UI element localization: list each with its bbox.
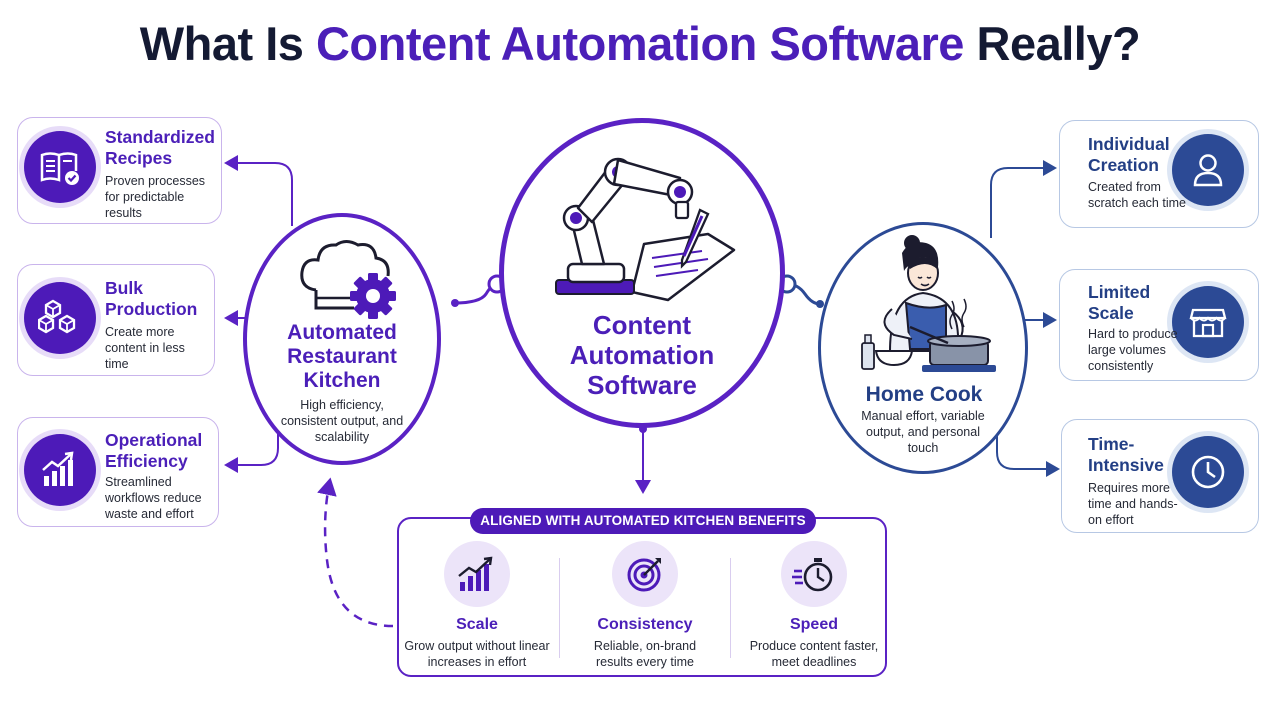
card-desc: Hard to produce large volumes consistent… — [1088, 327, 1178, 373]
card-operational-efficiency: Operational Efficiency Streamlined workf… — [17, 417, 219, 527]
target-icon — [612, 541, 678, 607]
card-title: Standardized Recipes — [105, 127, 215, 168]
page-title: What Is Content Automation Software Real… — [0, 16, 1280, 71]
benefit-scale: Scale Grow output without linear increas… — [397, 541, 557, 670]
benefit-desc: Grow output without linear increases in … — [404, 639, 550, 669]
kitchen-title: Automated Restaurant Kitchen — [287, 321, 397, 392]
home-cook-desc: Manual effort, variable output, and pers… — [861, 409, 985, 455]
home-cook-illustration — [861, 235, 996, 372]
card-title: Time-Intensive — [1088, 434, 1164, 475]
card-bulk-production: Bulk Production Create more content in l… — [17, 264, 215, 376]
recipe-book-icon — [24, 131, 96, 203]
benefit-consistency: Consistency Reliable, on-brand results e… — [565, 541, 725, 670]
center-title: Content Automation Software — [569, 310, 715, 400]
benefit-divider — [730, 558, 731, 658]
stopwatch-icon — [781, 541, 847, 607]
boxes-icon — [24, 282, 96, 354]
card-title: Operational Efficiency — [105, 430, 203, 471]
growth-chart-icon — [24, 434, 96, 506]
bar-growth-icon — [444, 541, 510, 607]
card-title: Bulk Production — [105, 278, 198, 319]
benefit-title: Speed — [789, 616, 838, 633]
card-desc: Streamlined workflows reduce waste and e… — [105, 475, 202, 521]
card-time-intensive: Time-Intensive Requires more time and ha… — [1061, 419, 1259, 533]
title-accent: Content Automation Software — [315, 17, 964, 70]
card-desc: Create more content in less time — [105, 325, 185, 371]
card-title: Individual Creation — [1088, 134, 1170, 175]
card-individual-creation: Individual Creation Created from scratch… — [1059, 120, 1259, 228]
benefit-speed: Speed Produce content faster, meet deadl… — [734, 541, 894, 670]
arrow-to-recipes — [224, 155, 293, 226]
kitchen-desc: High efficiency, consistent output, and … — [280, 398, 404, 444]
benefit-title: Consistency — [597, 616, 693, 633]
card-standardized-recipes: Standardized Recipes Proven processes fo… — [17, 117, 222, 224]
card-desc: Created from scratch each time — [1088, 180, 1186, 210]
home-cook-title: Home Cook — [865, 383, 983, 406]
card-desc: Requires more time and hands-on effort — [1088, 481, 1178, 527]
benefit-divider — [559, 558, 560, 658]
benefit-desc: Reliable, on-brand results every time — [593, 639, 697, 669]
card-limited-scale: Limited Scale Hard to produce large volu… — [1059, 269, 1259, 381]
robot-arm-writing-icon — [555, 157, 736, 302]
arrow-to-time — [996, 428, 1060, 477]
chef-hat-gear-icon — [300, 240, 396, 319]
arrow-to-individual — [990, 160, 1057, 238]
card-desc: Proven processes for predictable results — [105, 174, 206, 220]
arrow-to-efficiency — [224, 422, 279, 473]
card-title: Limited Scale — [1088, 282, 1151, 323]
benefit-desc: Produce content faster, meet deadlines — [749, 639, 879, 669]
clock-icon — [1172, 436, 1244, 508]
benefit-title: Scale — [456, 616, 498, 633]
person-icon — [1172, 134, 1244, 206]
dashed-return-arrow — [317, 477, 394, 628]
title-suffix: Really? — [963, 17, 1141, 70]
benefits-banner: ALIGNED WITH AUTOMATED KITCHEN BENEFITS — [470, 508, 816, 534]
storefront-icon — [1172, 286, 1244, 358]
title-prefix: What Is — [139, 17, 316, 70]
